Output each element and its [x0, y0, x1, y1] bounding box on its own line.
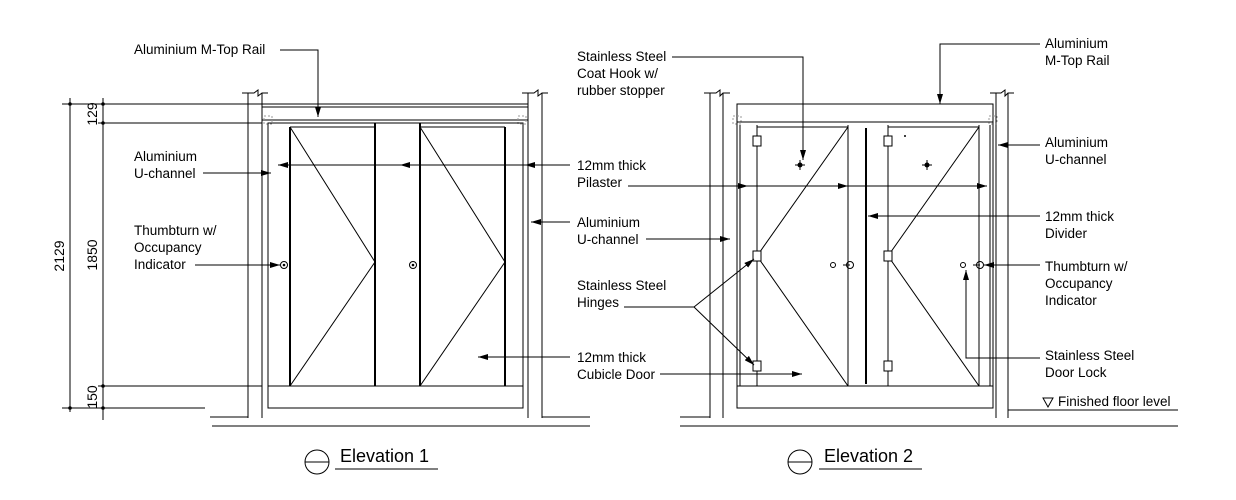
- label-top-rail: Aluminium M-Top Rail: [134, 42, 265, 57]
- top-rail: [732, 103, 998, 125]
- label-hinges: Stainless Steel: [577, 278, 666, 293]
- walls: [210, 89, 590, 427]
- elevation-2: Stainless Steel Coat Hook w/ rubber stop…: [577, 36, 1178, 475]
- label-door-lock: Stainless Steel: [1045, 348, 1134, 363]
- hinge-icon: [883, 360, 893, 372]
- label-coat-hook-3: rubber stopper: [577, 83, 665, 98]
- label-floor-level: Finished floor level: [1058, 394, 1171, 409]
- leaders: [195, 49, 570, 360]
- thumbturn-icon: [409, 261, 417, 269]
- title-elevation-1: Elevation 1: [340, 446, 429, 466]
- dim-middle: 1850: [84, 239, 100, 270]
- leaders: [624, 43, 1040, 377]
- dimension-lines: 2129 129 1850 150: [51, 98, 262, 420]
- door-swing-1: [289, 126, 376, 387]
- label-u-channel-2: U-channel: [134, 166, 196, 181]
- door-swing-2: [887, 126, 980, 387]
- walls: [680, 89, 1178, 427]
- label-u-channel-right: Aluminium: [577, 215, 640, 230]
- elevation-1-title: Elevation 1: [304, 446, 438, 475]
- cubicle-frame: [267, 122, 524, 409]
- top-rail: [262, 103, 528, 125]
- label-thumbturn-2: Occupancy: [1045, 276, 1113, 291]
- label-u-channel: Aluminium: [1045, 135, 1108, 150]
- label-cubicle-door-2: Cubicle Door: [577, 367, 656, 382]
- door-swing-2: [419, 126, 506, 387]
- label-cubicle-door: 12mm thick: [577, 350, 646, 365]
- label-pilaster-2: Pilaster: [577, 175, 623, 190]
- label-u-channel-right-2: U-channel: [577, 232, 639, 247]
- coat-hook-icon: [795, 160, 805, 170]
- hinge-icon: [752, 360, 762, 372]
- label-u-channel: Aluminium: [134, 149, 197, 164]
- label-door-lock-2: Door Lock: [1045, 365, 1107, 380]
- label-thumbturn: Thumbturn w/: [134, 223, 217, 238]
- elevation-2-title: Elevation 2: [787, 446, 922, 475]
- door-lock-icon: [830, 261, 854, 269]
- dim-top: 129: [84, 102, 100, 126]
- elevation-1: 2129 129 1850 150: [51, 42, 666, 475]
- label-coat-hook-2: Coat Hook w/: [577, 66, 658, 81]
- label-divider-2: Divider: [1045, 226, 1088, 241]
- label-top-rail: Aluminium: [1045, 36, 1108, 51]
- dim-total: 2129: [51, 240, 67, 271]
- door-lock-icon: [960, 261, 984, 269]
- cubicle-frame: [736, 121, 994, 409]
- floor-level-icon: [1042, 397, 1054, 409]
- dim-bottom: 150: [84, 385, 100, 409]
- title-elevation-2: Elevation 2: [824, 446, 913, 466]
- label-top-rail-2: M-Top Rail: [1045, 53, 1110, 68]
- door-swing-1: [756, 126, 849, 387]
- label-thumbturn-3: Indicator: [1045, 293, 1097, 308]
- label-divider: 12mm thick: [1045, 209, 1114, 224]
- label-hinges-2: Hinges: [577, 295, 619, 310]
- label-u-channel-2: U-channel: [1045, 152, 1107, 167]
- label-thumbturn: Thumbturn w/: [1045, 259, 1128, 274]
- label-thumbturn-3: Indicator: [134, 257, 186, 272]
- hinge-icon: [752, 135, 762, 147]
- label-thumbturn-2: Occupancy: [134, 240, 202, 255]
- thumbturn-icon: [280, 261, 288, 269]
- coat-hook-icon: [922, 160, 932, 170]
- hinge-icon: [752, 250, 762, 262]
- hinge-icon: [883, 250, 893, 262]
- hinge-icon: [883, 135, 893, 147]
- label-pilaster: 12mm thick: [577, 158, 646, 173]
- label-coat-hook: Stainless Steel: [577, 49, 666, 64]
